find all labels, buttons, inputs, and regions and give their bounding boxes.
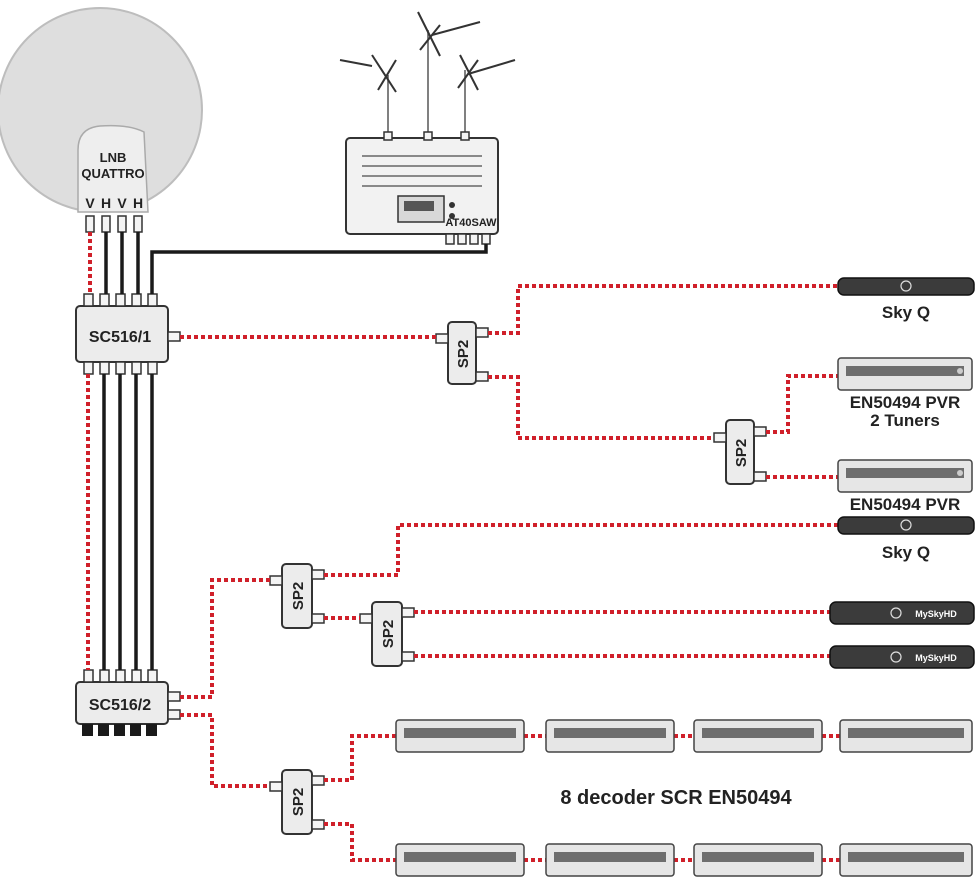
wires-lnb-to-switch1 bbox=[88, 232, 488, 294]
splitter-d bbox=[359, 601, 415, 667]
splitter-c bbox=[269, 563, 325, 629]
myskyhd-receiver-2 bbox=[829, 645, 975, 669]
scr-decoder bbox=[839, 719, 973, 753]
sky-q-2-label: Sky Q bbox=[882, 543, 930, 562]
satellite-dish bbox=[0, 7, 203, 213]
splitter-d-label: SP2 bbox=[380, 620, 397, 648]
sat-distribution-wires bbox=[180, 284, 842, 862]
switch-sc516-2 bbox=[75, 669, 181, 736]
pvr-receiver-2 bbox=[837, 459, 973, 493]
scr-decoder bbox=[395, 719, 525, 753]
lnb-ports bbox=[85, 215, 143, 233]
splitter-b bbox=[713, 419, 767, 485]
pvr-1-label-line1: EN50494 PVR bbox=[850, 393, 961, 412]
myskyhd-1-label: MySkyHD bbox=[915, 609, 957, 619]
lnb-port-label-2: H bbox=[101, 195, 111, 211]
lnb-label-line2: QUATTRO bbox=[81, 166, 144, 181]
sky-q-1-label: Sky Q bbox=[882, 303, 930, 322]
scr-decoder bbox=[693, 843, 823, 877]
scr-decoder bbox=[545, 719, 675, 753]
amplifier bbox=[345, 131, 499, 245]
myskyhd-2-label: MySkyHD bbox=[915, 653, 957, 663]
splitter-b-label: SP2 bbox=[733, 439, 750, 467]
sky-q-receiver-2 bbox=[837, 516, 975, 535]
switch-1-label: SC516/1 bbox=[89, 329, 151, 346]
decoders-caption: 8 decoder SCR EN50494 bbox=[560, 787, 792, 809]
scr-decoder bbox=[693, 719, 823, 753]
splitter-a-label: SP2 bbox=[455, 340, 472, 368]
switch-2-label: SC516/2 bbox=[89, 697, 151, 714]
switch-sc516-1 bbox=[75, 293, 181, 375]
scr-decoder bbox=[395, 843, 525, 877]
wires-switch1-to-switch2 bbox=[86, 374, 154, 670]
amplifier-label: AT40SAW bbox=[445, 217, 497, 229]
scr-decoder bbox=[839, 843, 973, 877]
pvr-receiver-1 bbox=[837, 357, 973, 391]
lnb-port-label-3: V bbox=[117, 195, 127, 211]
splitter-e bbox=[269, 769, 325, 835]
splitter-c-label: SP2 bbox=[290, 582, 307, 610]
lnb-label-line1: LNB bbox=[100, 150, 127, 165]
splitter-e-label: SP2 bbox=[290, 788, 307, 816]
terrestrial-antennas bbox=[339, 11, 516, 140]
splitter-a bbox=[435, 321, 489, 385]
lnb-port-label-4: H bbox=[133, 195, 143, 211]
myskyhd-receiver-1 bbox=[829, 601, 975, 625]
pvr-1-label-line2: 2 Tuners bbox=[870, 411, 940, 430]
scr-decoder bbox=[545, 843, 675, 877]
lnb-port-label-1: V bbox=[85, 195, 95, 211]
pvr-2-label-line1: EN50494 PVR bbox=[850, 495, 961, 514]
sky-q-receiver-1 bbox=[837, 277, 975, 296]
